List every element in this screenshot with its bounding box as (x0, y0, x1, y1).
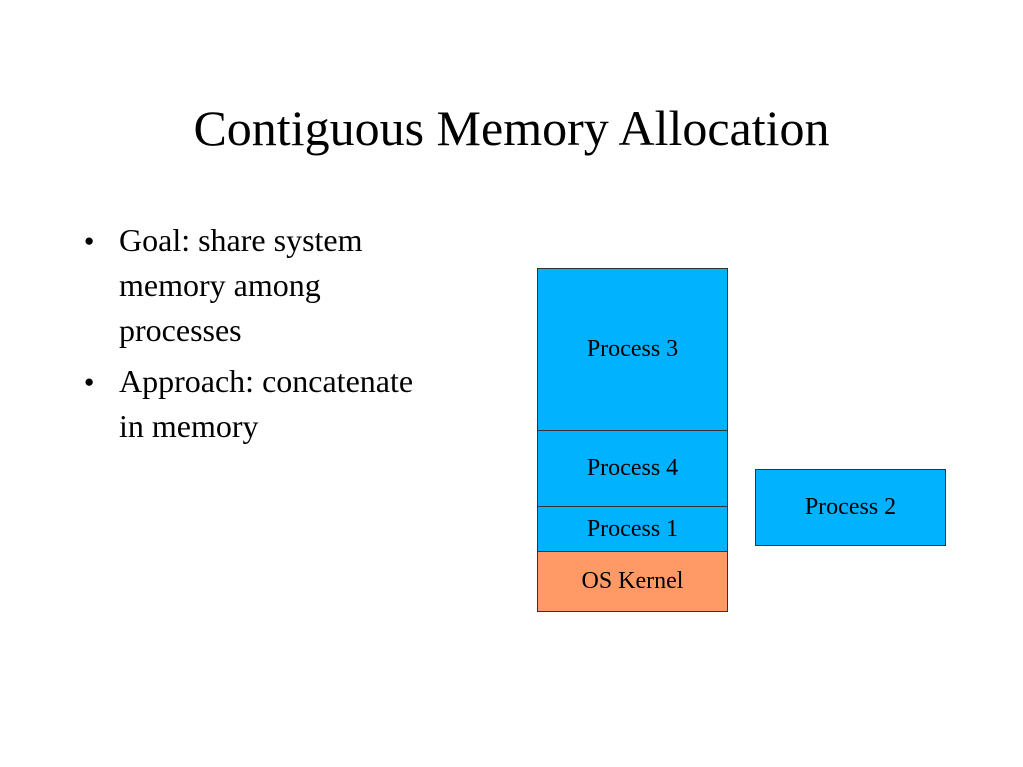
memory-block-process-1: Process 1 (537, 506, 728, 552)
memory-block-os-kernel: OS Kernel (537, 551, 728, 612)
bullet-dot-icon: ● (84, 231, 95, 250)
bullet-approach: ● Approach: concatenate in memory (84, 359, 514, 449)
bullet-dot-icon: ● (84, 372, 95, 391)
bullet-approach-line-1: Approach: concatenate (119, 363, 414, 399)
memory-block-process-4: Process 4 (537, 430, 728, 507)
slide-title: Contiguous Memory Allocation (193, 100, 830, 156)
bullet-goal-line-3: processes (119, 312, 242, 348)
memory-block-process-3: Process 3 (537, 268, 728, 431)
memory-block-label: Process 3 (586, 336, 679, 362)
memory-block-label: Process 1 (586, 515, 679, 542)
memory-block-label: OS Kernel (581, 568, 684, 594)
bullet-list: ● Goal: share system memory among proces… (84, 218, 514, 455)
bullet-goal-line-2: memory among (119, 267, 321, 303)
bullet-goal-line-1: Goal: share system (119, 222, 363, 258)
bullet-goal: ● Goal: share system memory among proces… (84, 218, 514, 353)
waiting-process-2: Process 2 (755, 469, 946, 546)
memory-block-label: Process 4 (586, 455, 679, 481)
waiting-process-label: Process 2 (804, 494, 897, 520)
bullet-approach-line-2: in memory (119, 408, 259, 444)
